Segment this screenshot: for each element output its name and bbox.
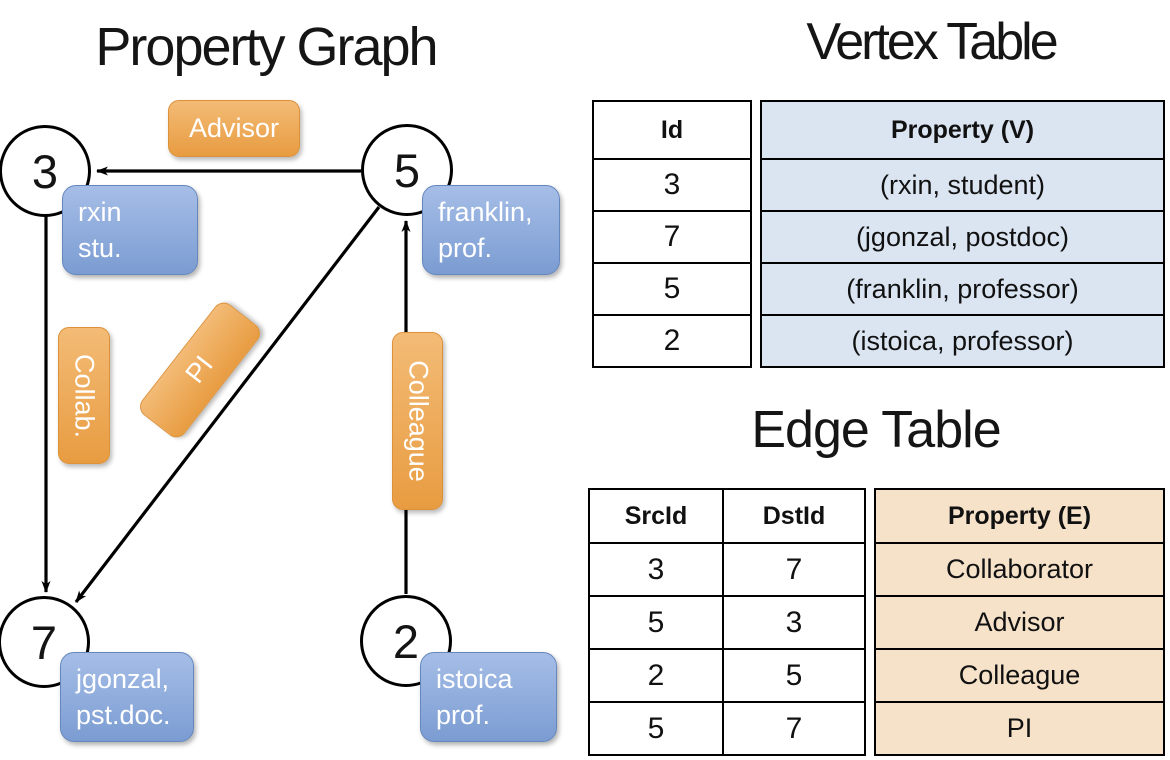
edge-src-cell: 5 — [588, 701, 724, 756]
edge-label-colleague: Colleague — [392, 332, 443, 510]
vertex-property-cell: (jgonzal, postdoc) — [760, 210, 1165, 264]
vertex-id: 7 — [30, 615, 58, 669]
edge-dst-cell: 7 — [722, 701, 866, 756]
vertex-circle-2: 2 — [360, 595, 452, 687]
vertex-id-cell: 5 — [592, 262, 752, 316]
edge-dst-cell: 3 — [722, 595, 866, 650]
callout-line: jgonzal, — [76, 664, 170, 694]
edge-table-title: Edge Table — [751, 401, 1001, 459]
callout-line: stu. — [78, 232, 122, 263]
callout-line: prof. — [436, 699, 491, 730]
vertex-property-cell: (istoica, professor) — [760, 314, 1165, 368]
edge-src-cell: 3 — [588, 542, 724, 597]
column-header-property-v: Property (V) — [760, 100, 1165, 160]
vertex-circle-5: 5 — [361, 124, 453, 216]
edge-label-text: PI — [179, 350, 219, 389]
vertex-table-property-column: Property (V) (rxin, student) (jgonzal, p… — [760, 100, 1165, 368]
vertex-id: 3 — [31, 144, 59, 198]
edge-src-cell: 5 — [588, 595, 724, 650]
vertex-id: 2 — [392, 614, 420, 668]
edge-label-collab: Collab. — [58, 327, 110, 464]
edge-property-cell: Collaborator — [874, 542, 1165, 597]
edge-src-cell: 2 — [588, 648, 724, 703]
edge-dst-cell: 7 — [722, 542, 866, 597]
vertex-id-cell: 2 — [592, 314, 752, 368]
callout-line: rxin — [78, 197, 122, 227]
edge-label-text: Collab. — [69, 353, 100, 438]
vertex-table-id-column: Id 3 7 5 2 — [592, 100, 752, 368]
column-header-dstid: DstId — [722, 488, 866, 544]
edge-pi-5-to-7 — [74, 206, 381, 603]
column-header-srcid: SrcId — [588, 488, 724, 544]
edge-property-cell: Advisor — [874, 595, 1165, 650]
vertex-table-title: Vertex Table — [806, 13, 1058, 71]
edge-table-property-column: Property (E) Collaborator Advisor Collea… — [874, 488, 1165, 756]
vertex-callout-istoica: istoica prof. — [420, 652, 557, 742]
edge-label-text: Colleague — [403, 360, 433, 482]
vertex-id-cell: 3 — [592, 158, 752, 212]
vertex-property-cell: (franklin, professor) — [760, 262, 1165, 316]
edge-property-cell: Colleague — [874, 648, 1165, 703]
vertex-callout-franklin: franklin, prof. — [422, 185, 560, 275]
callout-line: prof. — [438, 232, 493, 263]
callout-line: pst.doc. — [76, 699, 171, 730]
edge-label-advisor: Advisor — [168, 100, 300, 157]
vertex-id-cell: 7 — [592, 210, 752, 264]
vertex-id: 5 — [393, 143, 421, 197]
property-graph-title: Property Graph — [95, 17, 438, 77]
vertex-callout-rxin: rxin stu. — [62, 185, 198, 275]
vertex-property-cell: (rxin, student) — [760, 158, 1165, 212]
vertex-callout-jgonzal: jgonzal, pst.doc. — [60, 652, 194, 742]
edge-property-cell: PI — [874, 701, 1165, 756]
column-header-id: Id — [592, 100, 752, 160]
callout-line: franklin, — [438, 197, 533, 227]
edge-dst-cell: 5 — [722, 648, 866, 703]
edge-label-text: Advisor — [188, 112, 280, 143]
callout-line: istoica — [436, 664, 513, 694]
edge-table-id-columns: SrcId DstId 3 7 5 3 2 5 5 7 — [588, 488, 866, 756]
column-header-property-e: Property (E) — [874, 488, 1165, 544]
